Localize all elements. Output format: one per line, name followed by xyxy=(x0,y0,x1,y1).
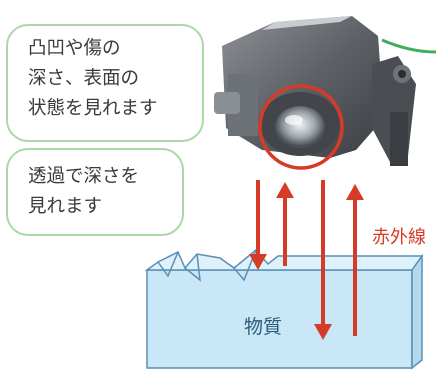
material-surface-crack xyxy=(157,249,257,282)
arrow-down-2 xyxy=(314,180,332,340)
lens-highlight-circle xyxy=(258,84,344,170)
lens-glass xyxy=(275,106,325,148)
device-green-cable xyxy=(381,38,436,54)
callout-surface-inspection: 凸凹や傷の 深さ、表面の 状態を見れます xyxy=(6,24,204,142)
material-label: 物質 xyxy=(244,316,283,338)
infrared-arrows xyxy=(249,180,364,340)
callout-transmission-line-2: 見れます xyxy=(28,196,103,217)
device-right-bracket xyxy=(372,56,416,166)
infrared-label: 赤外線 xyxy=(372,227,426,248)
microscope-device xyxy=(214,16,436,166)
callout-transmission-line-1: 透過で深さを xyxy=(28,166,140,187)
lens-highlight xyxy=(285,115,303,125)
arrow-up-2 xyxy=(346,184,364,336)
callout-surface-line-3: 状態を見れます xyxy=(28,98,158,119)
callout-transmission-depth: 透過で深さを 見れます xyxy=(6,148,184,236)
callout-surface-line-2: 深さ、表面の xyxy=(28,68,140,89)
arrow-up-1 xyxy=(276,182,294,266)
device-knob xyxy=(214,92,240,114)
arrow-down-1 xyxy=(249,180,267,270)
callout-surface-line-1: 凸凹や傷の xyxy=(28,38,121,59)
material-block xyxy=(144,248,424,370)
material-side-face xyxy=(411,253,423,370)
device-top-plate xyxy=(262,16,352,30)
